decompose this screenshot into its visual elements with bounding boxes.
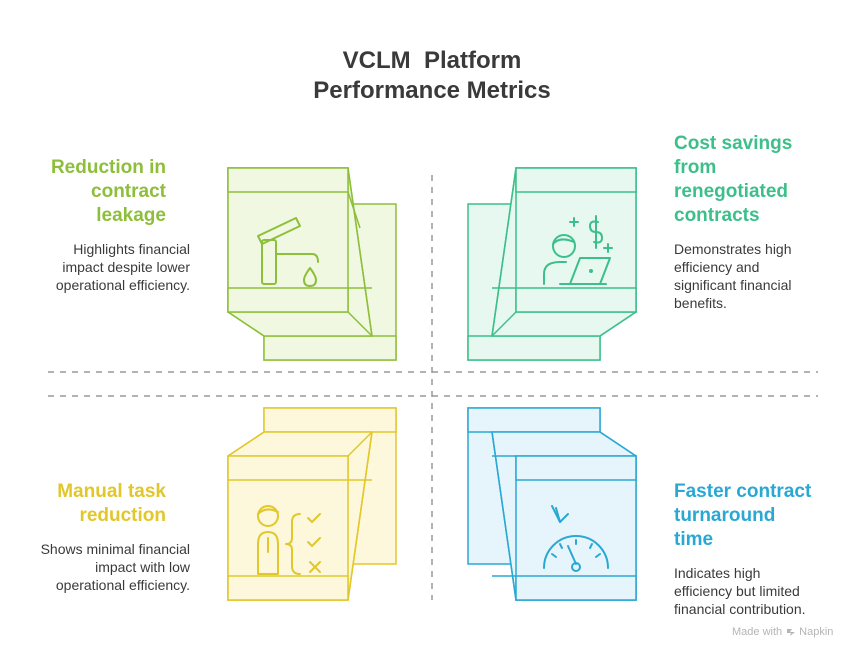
- leakage-box: [227, 167, 397, 361]
- made-with-napkin[interactable]: Made with Napkin: [732, 626, 833, 638]
- leakage-heading: Reduction in contract leakage: [50, 157, 166, 226]
- turnaround-heading: Faster contract turnaround time: [674, 481, 812, 550]
- person-laptop-dollar-icon: [543, 215, 613, 285]
- turnaround-box: [467, 407, 637, 601]
- napkin-logo-icon: [787, 629, 796, 636]
- faucet-drip-icon: [257, 217, 319, 287]
- made-with-label: Made with: [732, 626, 783, 638]
- turnaround-description: Indicates high efficiency but limited fi…: [674, 565, 806, 617]
- diagram-title: VCLM Platform Performance Metrics: [313, 47, 551, 104]
- manual-task-box: [227, 407, 397, 601]
- speedometer-icon: [543, 505, 609, 572]
- cost-savings-heading: Cost savings from renegotiated contracts: [674, 133, 793, 226]
- cost-savings-description: Demonstrates high efficiency and signifi…: [674, 241, 792, 311]
- leakage-description: Highlights financial impact despite lowe…: [55, 241, 190, 293]
- person-checklist-icon: [257, 505, 321, 575]
- napkin-brand: Napkin: [799, 626, 834, 638]
- cost-savings-box: [467, 167, 637, 361]
- manual-task-description: Shows minimal financial impact with low …: [40, 541, 190, 593]
- manual-task-heading: Manual task reduction: [57, 481, 166, 526]
